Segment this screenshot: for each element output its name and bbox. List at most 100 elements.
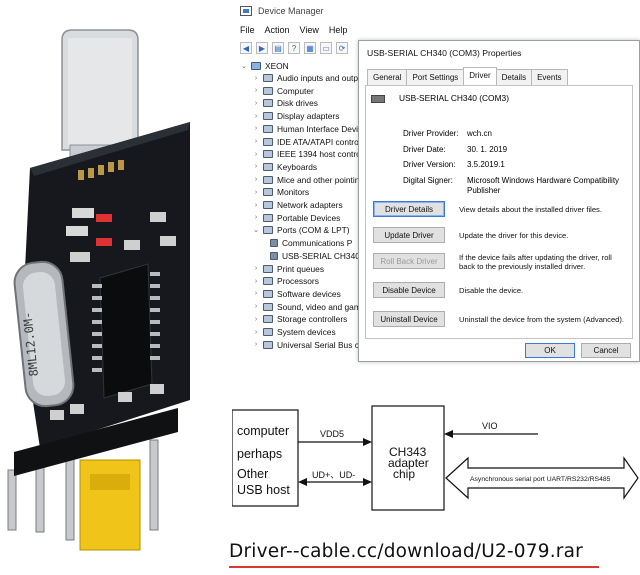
device-manager-icon	[240, 6, 252, 16]
menu-view[interactable]: View	[299, 25, 319, 35]
chip-line-3: chip	[393, 467, 415, 481]
host-line-4: USB host	[237, 483, 290, 497]
tree-root-label: XEON	[265, 61, 289, 71]
collapse-chevron-icon[interactable]: ›	[254, 328, 258, 336]
tree-item-label: Communications P	[282, 238, 353, 249]
collapse-chevron-icon[interactable]: ›	[254, 125, 258, 133]
tab-bar: General Port Settings Driver Details Eve…	[367, 67, 568, 87]
tree-item-label: Display adapters	[277, 111, 340, 122]
monitor-icon[interactable]: ▭	[320, 42, 332, 54]
tree-category-item[interactable]: ›Software devices	[252, 288, 341, 300]
disable-device-description: Disable the device.	[459, 286, 524, 295]
collapse-chevron-icon[interactable]: ›	[254, 163, 258, 171]
tree-category-item[interactable]: ›Print queues	[252, 263, 324, 275]
tree-item-label: Portable Devices	[277, 212, 341, 223]
tree-child-item[interactable]: USB-SERIAL CH340	[270, 250, 360, 262]
collapse-chevron-icon[interactable]: ›	[254, 341, 258, 349]
port-icon	[270, 251, 278, 260]
tree-item-label: Mice and other pointin	[277, 174, 360, 185]
collapse-chevron-icon[interactable]: ›	[254, 290, 258, 298]
driver-download-link[interactable]: Driver--cable.cc/download/U2-079.rar	[229, 541, 583, 562]
tree-item-label: Human Interface Devic	[277, 123, 363, 134]
collapse-chevron-icon[interactable]: ›	[254, 201, 258, 209]
collapse-chevron-icon[interactable]: ›	[254, 303, 258, 311]
tree-category-item[interactable]: › Human Interface Devic	[252, 123, 362, 135]
tree-category-item[interactable]: › Display adapters	[252, 110, 340, 122]
driver-provider-label: Driver Provider:	[403, 129, 459, 138]
forward-icon[interactable]: ▶	[256, 42, 268, 54]
driver-icon[interactable]: ▦	[304, 42, 316, 54]
tree-item-label: USB-SERIAL CH340	[282, 250, 360, 261]
device-category-icon	[263, 99, 273, 108]
host-line-2: perhaps	[237, 447, 282, 461]
collapse-chevron-icon[interactable]: ›	[254, 150, 258, 158]
toolbar: ◀ ▶ ▤ ? ▦ ▭ ⟳	[236, 38, 640, 58]
expand-chevron-icon[interactable]: ⌄	[241, 63, 247, 70]
tree-category-item[interactable]: ›Keyboards	[252, 161, 317, 173]
update-driver-button[interactable]: Update Driver	[373, 227, 445, 243]
device-category-icon	[263, 137, 273, 146]
collapse-chevron-icon[interactable]: ›	[254, 214, 258, 222]
device-category-icon	[263, 112, 273, 121]
driver-details-button[interactable]: Driver Details	[373, 201, 445, 217]
uninstall-device-button[interactable]: Uninstall Device	[373, 311, 445, 327]
block-diagram: computer perhaps Other USB host CH343 ad…	[231, 400, 640, 535]
tab-driver[interactable]: Driver	[463, 67, 497, 85]
tree-child-item[interactable]: Communications P	[270, 237, 352, 249]
device-category-icon	[263, 277, 273, 286]
tab-events[interactable]: Events	[531, 69, 568, 87]
tree-category-item[interactable]: › Portable Devices	[252, 212, 340, 224]
crystal-marking: 8ML12.0M-	[20, 311, 41, 377]
help-icon[interactable]: ?	[288, 42, 300, 54]
device-category-icon	[263, 124, 273, 133]
tree-category-item[interactable]: ›IEEE 1394 host controlle	[252, 148, 369, 160]
device-category-icon	[263, 264, 273, 273]
tree-item-label: Network adapters	[277, 200, 343, 210]
tree-category-item[interactable]: ›Universal Serial Bus con	[252, 339, 368, 351]
tree-category-item[interactable]: ›Computer	[252, 85, 314, 97]
collapse-chevron-icon[interactable]: ›	[254, 74, 258, 82]
menu-help[interactable]: Help	[328, 25, 348, 35]
chip-line-2: adapter	[388, 456, 429, 470]
roll-back-driver-button[interactable]: Roll Back Driver	[373, 253, 445, 269]
driver-date-label: Driver Date:	[403, 145, 446, 154]
collapse-chevron-icon[interactable]: ›	[254, 99, 258, 107]
tree-category-item[interactable]: ⌄Ports (COM & LPT)	[252, 224, 350, 236]
collapse-chevron-icon[interactable]: ›	[254, 87, 258, 95]
collapse-chevron-icon[interactable]: ›	[254, 176, 258, 184]
tree-category-item[interactable]: › Network adapters	[252, 199, 343, 211]
tree-category-item[interactable]: ›System devices	[252, 326, 336, 338]
device-category-icon	[263, 315, 273, 324]
properties-icon[interactable]: ▤	[272, 42, 284, 54]
roll-back-driver-description: If the device fails after updating the d…	[459, 253, 612, 271]
tree-category-item[interactable]: › Mice and other pointin	[252, 174, 360, 186]
cancel-button[interactable]: Cancel	[581, 343, 631, 358]
tree-category-item[interactable]: ›Audio inputs and outpu	[252, 72, 363, 84]
collapse-chevron-icon[interactable]: ›	[254, 315, 258, 323]
serial-label: Asynchronous serial port UART/RS232/RS48…	[470, 476, 611, 483]
tree-category-item[interactable]: ›Monitors	[252, 186, 309, 198]
collapse-chevron-icon[interactable]: ›	[254, 112, 258, 120]
digital-signer-value: Microsoft Windows Hardware Compatibility…	[467, 176, 620, 195]
tree-category-item[interactable]: ›Storage controllers	[252, 313, 347, 325]
back-icon[interactable]: ◀	[240, 42, 252, 54]
dialog-title: USB-SERIAL CH340 (COM3) Properties	[367, 48, 522, 58]
collapse-chevron-icon[interactable]: ›	[254, 188, 258, 196]
menu-file[interactable]: File	[240, 25, 255, 35]
expand-chevron-icon[interactable]: ⌄	[253, 227, 259, 235]
ok-button[interactable]: OK	[525, 343, 575, 358]
tree-category-item[interactable]: ›IDE ATA/ATAPI controlle	[252, 136, 367, 148]
uninstall-device-description: Uninstall the device from the system (Ad…	[459, 315, 625, 324]
driver-provider-value: wch.cn	[467, 129, 492, 138]
tree-category-item[interactable]: ›Disk drives	[252, 97, 318, 109]
menu-action[interactable]: Action	[264, 25, 290, 35]
tree-root[interactable]: ⌄ XEON	[240, 60, 289, 72]
collapse-chevron-icon[interactable]: ›	[254, 277, 258, 285]
collapse-chevron-icon[interactable]: ›	[254, 265, 258, 272]
scan-icon[interactable]: ⟳	[336, 42, 348, 54]
tree-category-item[interactable]: ›Sound, video and gam	[252, 301, 361, 313]
disable-device-button[interactable]: Disable Device	[373, 282, 445, 298]
collapse-chevron-icon[interactable]: ›	[254, 138, 258, 145]
device-category-icon	[263, 302, 273, 311]
tree-category-item[interactable]: ›Processors	[252, 275, 319, 287]
